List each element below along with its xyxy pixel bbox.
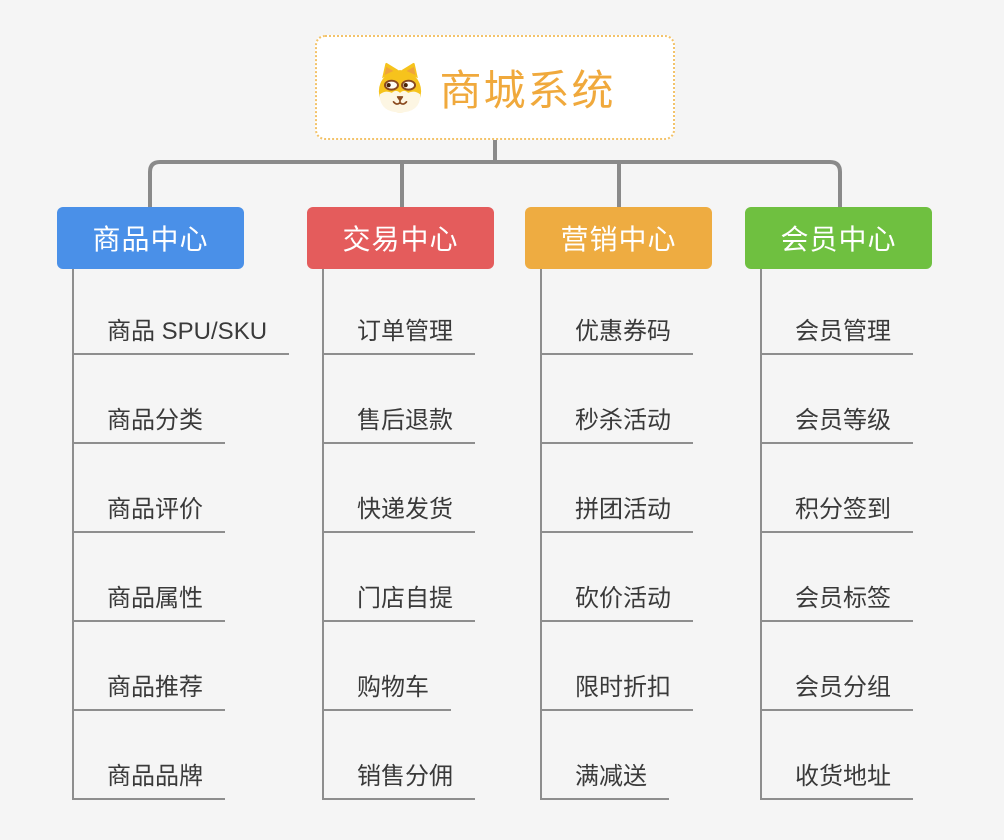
branch-label: 交易中心 bbox=[342, 224, 459, 255]
leaf-item[interactable]: 会员等级 bbox=[762, 355, 913, 444]
leaf-item[interactable]: 砍价活动 bbox=[542, 533, 693, 622]
branch-label: 商品中心 bbox=[92, 224, 209, 255]
branch-leaves: 会员管理 会员等级 积分签到 会员标签 会员分组 收货地址 bbox=[760, 269, 932, 800]
branch-leaves: 商品 SPU/SKU 商品分类 商品评价 商品属性 商品推荐 商品品牌 bbox=[72, 269, 290, 800]
root-node-mall-system[interactable]: 商城系统 bbox=[315, 35, 675, 140]
branch-column-marketing: 营销中心 优惠券码 秒杀活动 拼团活动 砍价活动 限时折扣 满减送 bbox=[525, 207, 712, 800]
leaf-item[interactable]: 商品属性 bbox=[74, 533, 225, 622]
leaf-item[interactable]: 购物车 bbox=[324, 622, 451, 711]
branch-label: 会员中心 bbox=[780, 224, 897, 255]
leaf-item[interactable]: 收货地址 bbox=[762, 711, 913, 800]
leaf-item[interactable]: 满减送 bbox=[542, 711, 669, 800]
leaf-item[interactable]: 会员标签 bbox=[762, 533, 913, 622]
branch-node-product[interactable]: 商品中心 bbox=[57, 207, 244, 269]
branch-leaves: 优惠券码 秒杀活动 拼团活动 砍价活动 限时折扣 满减送 bbox=[540, 269, 712, 800]
branch-node-marketing[interactable]: 营销中心 bbox=[525, 207, 712, 269]
branch-node-member[interactable]: 会员中心 bbox=[745, 207, 932, 269]
doge-icon bbox=[379, 62, 422, 112]
leaf-item[interactable]: 订单管理 bbox=[324, 269, 475, 355]
leaf-item[interactable]: 商品推荐 bbox=[74, 622, 225, 711]
branch-column-product: 商品中心 商品 SPU/SKU 商品分类 商品评价 商品属性 商品推荐 商品品牌 bbox=[57, 207, 290, 800]
leaf-item[interactable]: 限时折扣 bbox=[542, 622, 693, 711]
leaf-item[interactable]: 商品评价 bbox=[74, 444, 225, 533]
branch-label: 营销中心 bbox=[560, 224, 677, 255]
leaf-item[interactable]: 商品 SPU/SKU bbox=[74, 269, 290, 355]
leaf-item[interactable]: 秒杀活动 bbox=[542, 355, 693, 444]
branch-node-trade[interactable]: 交易中心 bbox=[307, 207, 494, 269]
branch-column-trade: 交易中心 订单管理 售后退款 快递发货 门店自提 购物车 销售分佣 bbox=[307, 207, 494, 800]
leaf-item[interactable]: 会员管理 bbox=[762, 269, 913, 355]
branch-leaves: 订单管理 售后退款 快递发货 门店自提 购物车 销售分佣 bbox=[322, 269, 494, 800]
leaf-item[interactable]: 积分签到 bbox=[762, 444, 913, 533]
branch-column-member: 会员中心 会员管理 会员等级 积分签到 会员标签 会员分组 收货地址 bbox=[745, 207, 932, 800]
root-title: 商城系统 bbox=[439, 67, 616, 114]
leaf-item[interactable]: 商品品牌 bbox=[74, 711, 225, 800]
leaf-item[interactable]: 销售分佣 bbox=[324, 711, 475, 800]
leaf-item[interactable]: 售后退款 bbox=[324, 355, 475, 444]
leaf-item[interactable]: 商品分类 bbox=[74, 355, 225, 444]
leaf-item[interactable]: 快递发货 bbox=[324, 444, 475, 533]
leaf-item[interactable]: 拼团活动 bbox=[542, 444, 693, 533]
leaf-item[interactable]: 会员分组 bbox=[762, 622, 913, 711]
leaf-item[interactable]: 优惠券码 bbox=[542, 269, 693, 355]
leaf-item[interactable]: 门店自提 bbox=[324, 533, 475, 622]
